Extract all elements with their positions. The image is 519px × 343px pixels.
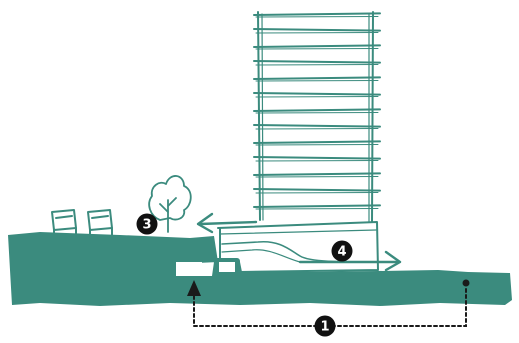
path-end-dot [462,279,470,287]
tower-floor-slab-underline [255,160,379,162]
arrow-left-icon [196,212,258,234]
tower-floor-slab-underline [255,48,379,50]
marker-3-label: 3 [142,218,151,233]
tower-right-wall [371,11,374,223]
podium [217,221,379,273]
ground-notch [176,262,202,274]
tower-floor-slab-underline [255,128,379,130]
podium-floor-line [221,240,377,263]
marker-3: 3 [136,213,158,235]
tower-floor-slab [253,108,381,112]
tower-floors [253,12,381,210]
tower-floor-slab-underline [255,80,379,82]
tower-floor-slab [253,28,381,32]
tower-floor-slab [253,124,381,128]
tower-floor-slab-underline [255,96,379,98]
tower-floor-slab-underline [255,16,379,18]
bench-icon [87,209,113,239]
arrow-up-icon [187,280,201,296]
ground-mass [8,232,512,306]
tower-floor-slab [253,156,381,160]
tower-floor-slab-underline [255,208,379,210]
marker-4: 4 [331,240,353,262]
tower-left-wall-2 [261,13,264,221]
tower-floor-slab [253,188,381,192]
tower-floor-slab-underline [255,176,379,178]
arrow-right-icon [298,250,402,272]
tower-floor-slab [253,44,381,48]
tower-floor-slab-underline [255,144,379,146]
tower-floor-slab-underline [255,32,379,34]
tree-icon [148,175,192,233]
tower-floor-slab-underline [255,64,379,66]
podium-floor-line-2 [221,249,301,263]
tower-floor-slab [253,60,381,64]
bench-icon [51,209,77,239]
tower-floor-slab [253,204,381,208]
tower-floor-slab-underline [255,112,379,114]
tower-floor-slab [253,12,381,16]
tower-floor-slab [253,172,381,176]
tower-floor-slab [253,92,381,96]
tower-floor-slab [253,76,381,80]
tower-floor-slab-underline [255,192,379,194]
ground-block-window [219,262,235,272]
tower [253,11,381,223]
tower-floor-slab [253,140,381,144]
podium-roof-2 [219,229,377,235]
marker-4-label: 4 [337,245,346,260]
marker-1: 1 [314,315,336,337]
podium-outline [217,221,379,273]
marker-1-label: 1 [320,320,329,335]
